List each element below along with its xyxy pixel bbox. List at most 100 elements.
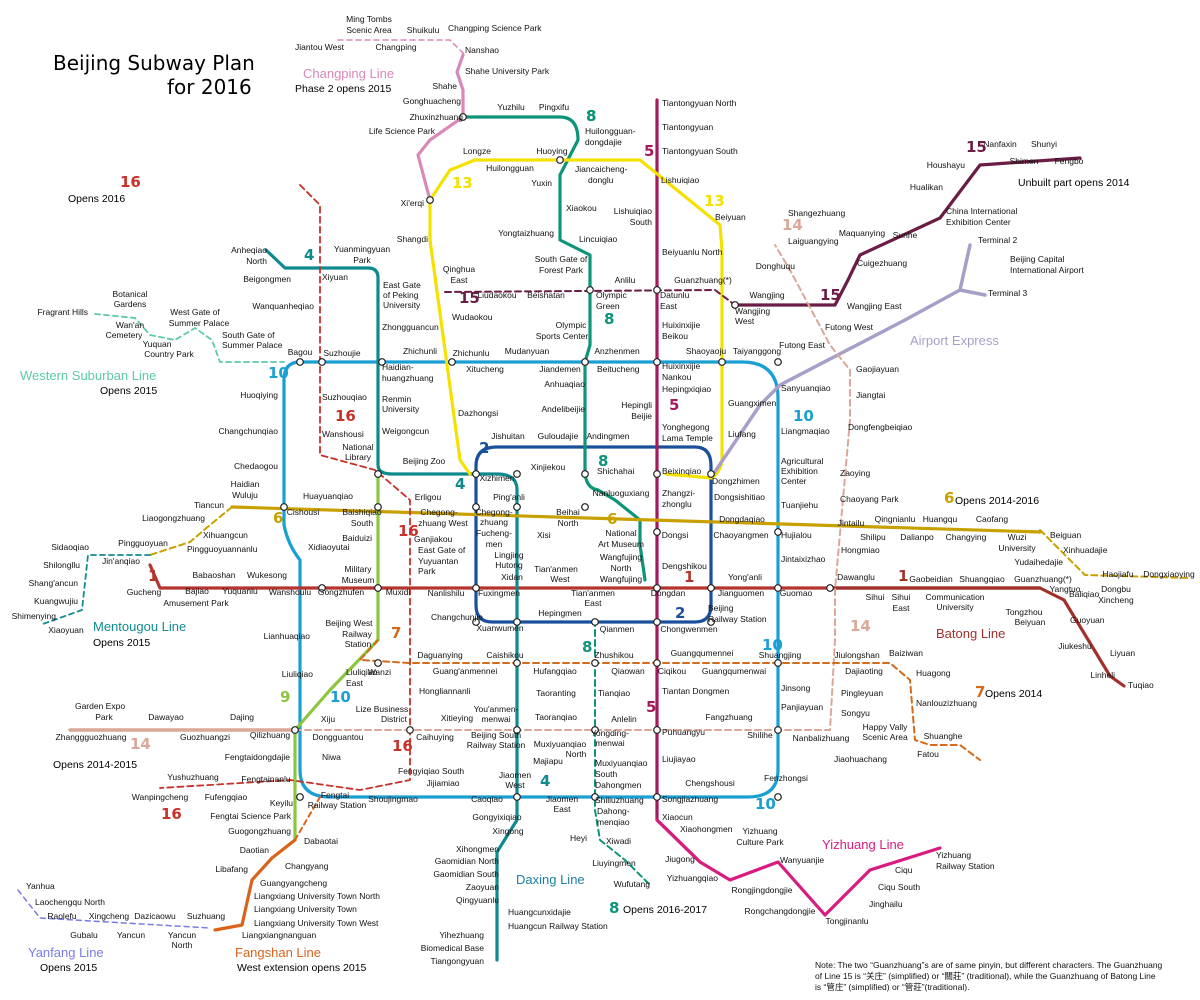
station-label: Yangtuo: [1049, 584, 1080, 594]
station-label: menqiao: [597, 817, 630, 827]
station-label: Culture Park: [736, 837, 784, 847]
station-label: Shilihe: [747, 730, 773, 740]
station-label: Railway Station: [467, 740, 526, 750]
line-number-label: 9: [280, 688, 290, 706]
station-node: [707, 470, 715, 478]
station-label: Jishuitan: [491, 431, 525, 441]
station-label: Gonghuacheng: [403, 96, 461, 106]
line-number-label: 8: [604, 310, 614, 328]
station-label: Beihai: [556, 507, 580, 517]
station-node: [774, 358, 782, 366]
station-label: Huoqiying: [240, 390, 278, 400]
station-label: Hujialou: [781, 530, 812, 540]
station-label: Wan'an: [116, 320, 145, 330]
airport-express-label: Airport Express: [910, 333, 999, 348]
station-label: Nanlishilu: [428, 588, 465, 598]
station-label: Shuikulu: [407, 25, 440, 35]
station-label: Sanyuanqiao: [781, 383, 831, 393]
station-label: Hualikan: [910, 182, 943, 192]
station-label: Songyu: [841, 708, 870, 718]
station-label: Laiguangying: [788, 236, 839, 246]
station-label: Raolefu: [47, 911, 77, 921]
station-label: Shoujingmao: [368, 794, 418, 804]
station-node: [581, 503, 589, 511]
station-label: Xiju: [321, 714, 335, 724]
line-number-label: 13: [452, 174, 473, 192]
station-label: Zhangzi-: [662, 488, 695, 498]
station-label: Guangqumenwai: [702, 666, 766, 676]
station-label: Scenic Area: [862, 732, 908, 742]
station-label: Guomao: [780, 588, 813, 598]
station-label: Gongyixiqiao: [472, 812, 521, 822]
footnote-line3: is “管庄” (simplified) or “管莊”(traditional…: [815, 982, 969, 992]
station-label: Taoranqiao: [535, 712, 577, 722]
station-node: [586, 286, 594, 294]
station-label: Shimenying: [12, 611, 57, 621]
station-label: Green: [596, 301, 620, 311]
station-label: Wufutang: [614, 879, 651, 889]
station-label: Olympic: [556, 320, 587, 330]
station-label: Changping Science Park: [448, 23, 542, 33]
station-label: Fengyiqiao South: [398, 766, 464, 776]
station-label: Hongliannanli: [419, 686, 471, 696]
line-number-label: 14: [130, 735, 151, 753]
line-5: [655, 98, 702, 864]
station-label: Lishuiqiao: [661, 175, 700, 185]
line-number-label: 10: [762, 636, 783, 654]
line-number-label: 16: [120, 173, 141, 191]
station-label: National: [342, 442, 373, 452]
station-label: menwai: [481, 714, 510, 724]
station-label: Xuanwumen: [476, 623, 524, 633]
station-label: Station: [345, 639, 372, 649]
station-label: Gubalu: [70, 930, 98, 940]
station-node: [556, 156, 564, 164]
station-label: Liangmaqiao: [781, 426, 830, 436]
station-label: West: [505, 780, 525, 790]
station-label: Beijing Zoo: [403, 456, 446, 466]
station-label: Cemetery: [106, 330, 144, 340]
station-label: Garden Expo: [75, 701, 125, 711]
station-label: Yihezhuang: [439, 930, 484, 940]
line-number-label: 6: [273, 509, 283, 527]
station-label: Changping: [375, 42, 416, 52]
station-label: Shaoyaoju: [686, 346, 726, 356]
station-label: Futong East: [779, 340, 825, 350]
line-number-label: 1: [898, 567, 908, 585]
station-label: Shilongllu: [43, 560, 80, 570]
station-label: Huangcunxidajie: [508, 907, 571, 917]
station-label: Shiliuzhuang: [595, 795, 644, 805]
station-label: Yuquanlu: [222, 586, 258, 596]
line16-opens: Opens 2016: [68, 193, 125, 205]
station-label: Life Science Park: [369, 126, 436, 136]
station-label: Donghuqu: [756, 261, 796, 271]
station-node: [774, 528, 782, 536]
line-number-label: 15: [820, 286, 841, 304]
station-label: Exhibition: [781, 466, 818, 476]
station-label: Tuqiao: [1128, 680, 1154, 690]
station-label: Pingguoyuannanlu: [187, 544, 258, 554]
station-label: Ganjiakou: [414, 534, 453, 544]
station-label: Beiyuanlu North: [662, 247, 723, 257]
station-label: Shuangjing: [759, 650, 802, 660]
station-label: Zhongguancun: [382, 322, 439, 332]
line-number-label: 10: [793, 407, 814, 425]
station-label: Wangjing East: [847, 301, 902, 311]
station-label: South: [351, 518, 373, 528]
station-label: Liaogongzhuang: [142, 513, 205, 523]
station-label: Fuxingmen: [478, 588, 520, 598]
station-label: Military: [345, 564, 373, 574]
station-label: Liyuan: [1110, 648, 1135, 658]
line-14-mid: [294, 244, 851, 731]
station-label: Sports Center: [536, 331, 589, 341]
station-label: Library: [345, 452, 372, 462]
station-label: Xinjiekou: [531, 462, 566, 472]
station-label: Country Park: [144, 349, 194, 359]
station-label: Qinghua: [443, 264, 475, 274]
station-label: zhuang: [480, 517, 508, 527]
station-node: [826, 584, 834, 592]
line-number-label: 5: [644, 142, 654, 160]
station-node: [591, 618, 599, 626]
mentougou-line-label: Mentougou Line: [93, 619, 186, 634]
station-node: [707, 618, 715, 626]
